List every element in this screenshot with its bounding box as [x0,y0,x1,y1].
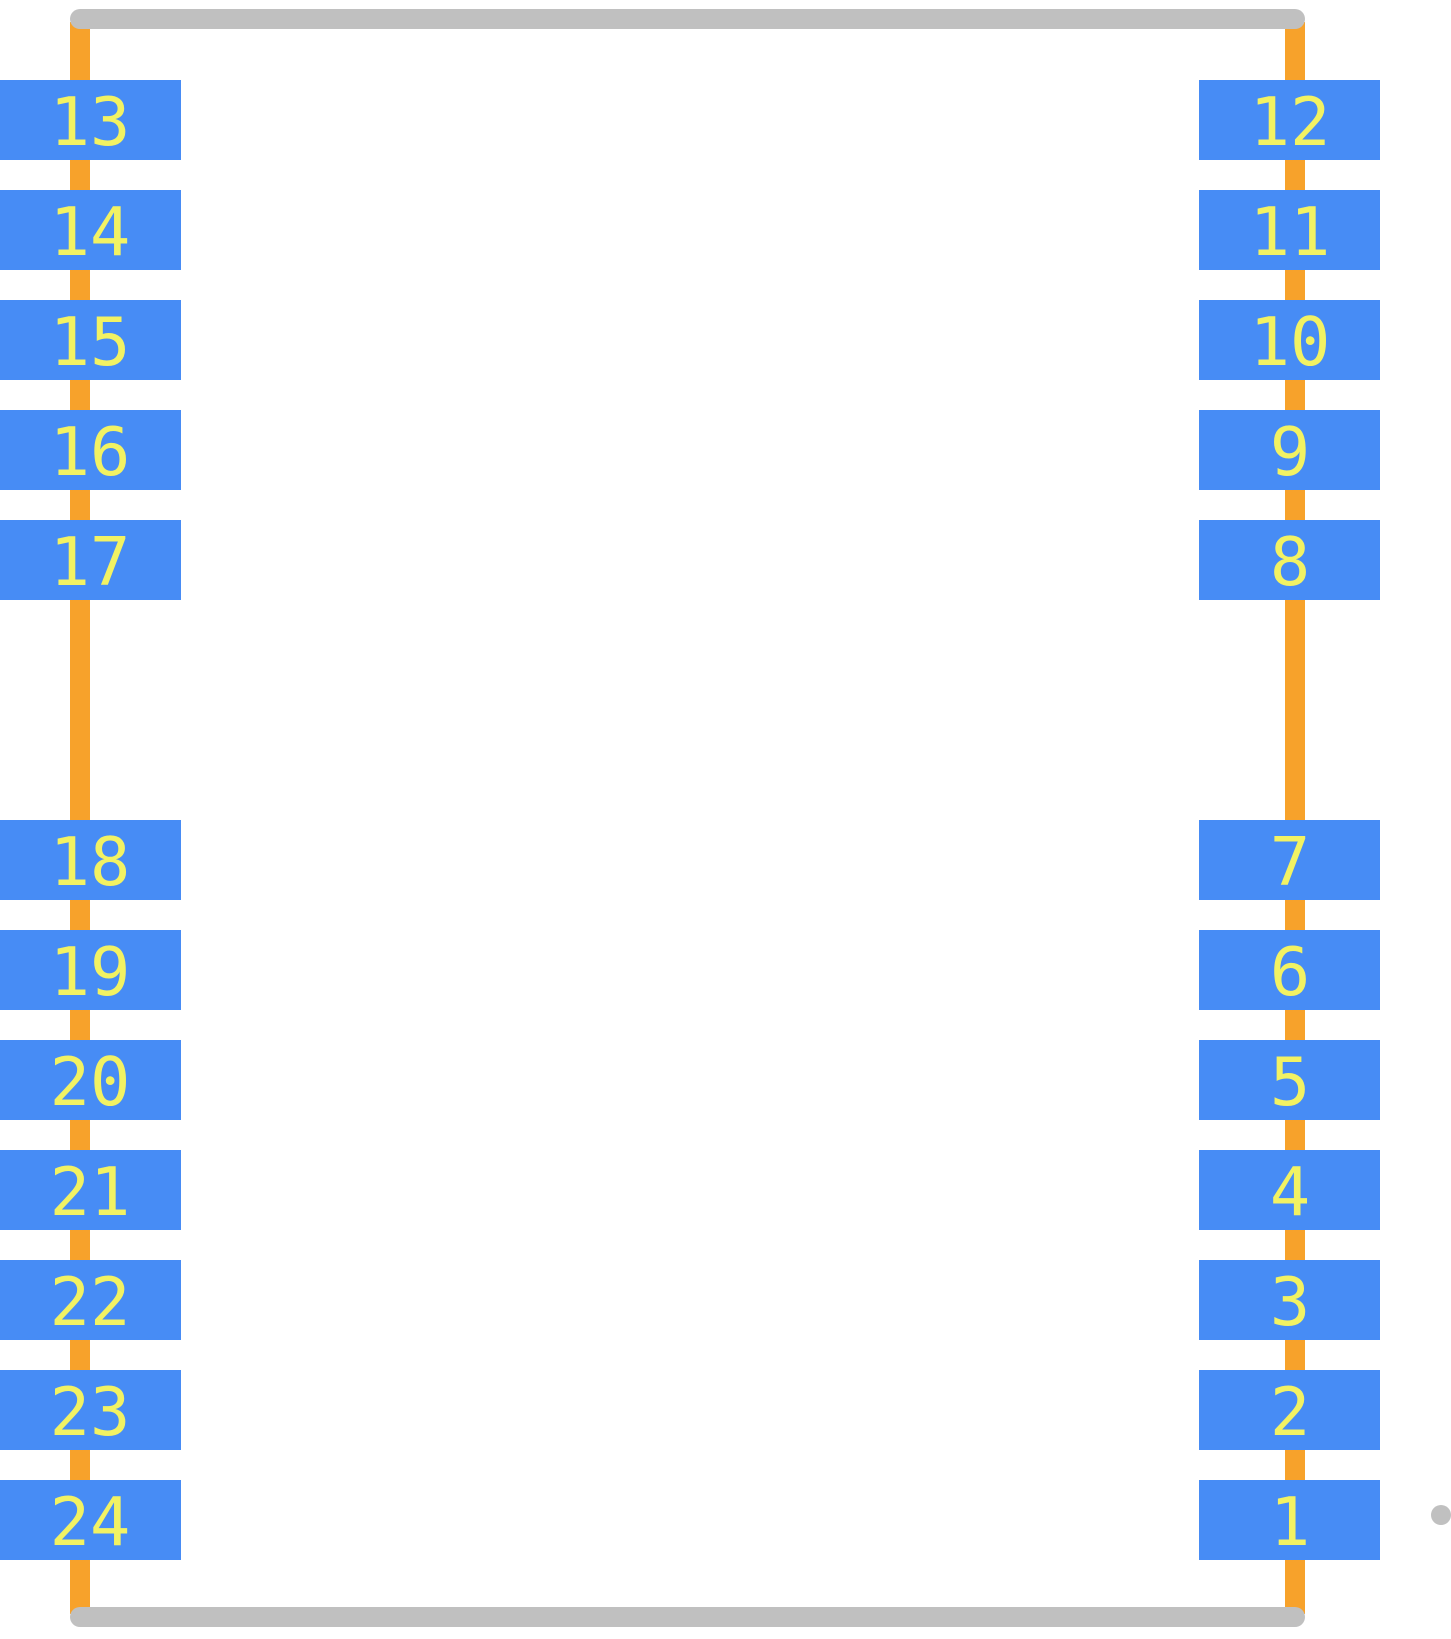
pad-label-24: 24 [50,1483,131,1561]
pad-8 [1199,520,1380,600]
pad-label-12: 12 [1250,83,1331,161]
pad-14 [0,190,181,270]
pad-label-9: 9 [1270,413,1310,491]
pad-label-20: 20 [50,1043,131,1121]
pad-label-21: 21 [50,1153,131,1231]
pad-4 [1199,1150,1380,1230]
pad-label-13: 13 [50,83,131,161]
pad-11 [1199,190,1380,270]
pad-19 [0,930,181,1010]
right-pad-column: 12 11 10 9 8 7 6 5 4 3 2 1 [1199,80,1380,1561]
pad-23 [0,1370,181,1450]
pad-15 [0,300,181,380]
pad-7 [1199,820,1380,900]
pad-18 [0,820,181,900]
pad-label-8: 8 [1270,523,1310,601]
pad-label-19: 19 [50,933,131,1011]
pad-label-3: 3 [1270,1263,1310,1341]
pad-label-14: 14 [50,193,131,271]
pad-13 [0,80,181,160]
pad-label-6: 6 [1270,933,1310,1011]
pad-label-15: 15 [50,303,131,381]
left-pad-column: 13 14 15 16 17 18 19 20 21 22 23 24 [0,80,181,1561]
pad-12 [1199,80,1380,160]
pad-1 [1199,1480,1380,1560]
pad-3 [1199,1260,1380,1340]
pad-label-16: 16 [50,413,131,491]
pad-6 [1199,930,1380,1010]
pad-label-7: 7 [1270,823,1310,901]
pad-10 [1199,300,1380,380]
pad-label-5: 5 [1270,1043,1310,1121]
pad-label-22: 22 [50,1263,131,1341]
pad-20 [0,1040,181,1120]
pad-label-1: 1 [1270,1483,1310,1561]
pad-label-17: 17 [50,523,131,601]
pad-2 [1199,1370,1380,1450]
pad-9 [1199,410,1380,490]
pad-21 [0,1150,181,1230]
pad-24 [0,1480,181,1560]
pad-label-2: 2 [1270,1373,1310,1451]
pad-label-23: 23 [50,1373,131,1451]
pad-label-18: 18 [50,823,131,901]
pad-16 [0,410,181,490]
pad-label-4: 4 [1270,1153,1310,1231]
pad-22 [0,1260,181,1340]
pad-label-11: 11 [1250,193,1331,271]
pad-17 [0,520,181,600]
pad-5 [1199,1040,1380,1120]
pad-label-10: 10 [1250,303,1331,381]
pin1-marker-dot [1431,1505,1451,1525]
